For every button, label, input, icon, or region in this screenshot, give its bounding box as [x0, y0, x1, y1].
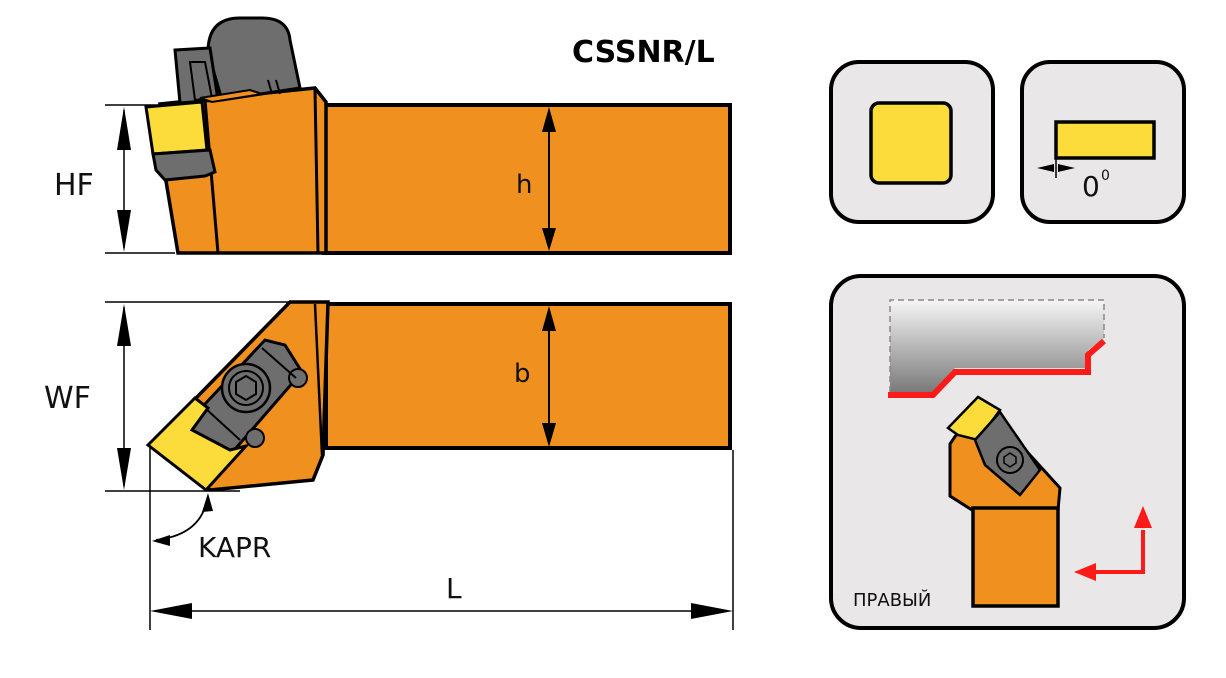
hf-arrow-up	[117, 107, 131, 150]
insert-top	[145, 396, 251, 493]
hand-label: ПРАВЫЙ	[853, 589, 931, 611]
b-arrow-down	[542, 423, 556, 447]
top-view: WF b KAPR	[44, 300, 734, 630]
shim-side	[151, 148, 217, 182]
feed-path	[1090, 530, 1145, 574]
wf-label: WF	[44, 381, 91, 416]
insert-shape-panel	[829, 60, 995, 224]
workpiece	[890, 300, 1104, 392]
angle-arrow-right	[1058, 164, 1075, 172]
clamp-top	[188, 338, 308, 457]
l-label: L	[446, 572, 462, 605]
kapr-arrow-top	[202, 493, 213, 512]
head-top-edge	[313, 303, 324, 456]
insert-side	[144, 100, 209, 156]
h-arrow-up	[542, 107, 556, 132]
h-label: h	[516, 170, 532, 200]
kapr-arrow-left	[152, 535, 170, 546]
app-shank	[971, 506, 1060, 608]
side-view: HF h	[54, 16, 732, 255]
hex-socket-icon	[235, 374, 257, 402]
b-label: b	[514, 359, 531, 389]
l-arrow-left	[150, 603, 192, 619]
application-panel: ПРАВЫЙ	[829, 274, 1186, 630]
hf-label: HF	[54, 168, 94, 203]
hf-arrow-down	[117, 210, 131, 252]
feed-arrow-up-icon	[1134, 506, 1152, 528]
clamp-side	[173, 16, 302, 105]
clearance-angle-panel: 0 0	[1020, 60, 1186, 224]
square-insert-icon	[869, 101, 953, 185]
l-arrow-right	[691, 603, 733, 619]
head-seat-line	[203, 99, 220, 254]
wf-arrow-up	[117, 304, 131, 346]
b-arrow-up	[542, 306, 556, 331]
h-arrow-down	[542, 228, 556, 251]
degree-symbol: 0	[1101, 168, 1110, 184]
kapr-label: KAPR	[198, 531, 271, 564]
clearance-angle-value: 0	[1082, 170, 1100, 203]
app-hex-socket-icon	[1003, 452, 1017, 468]
feed-arrow-left-icon	[1074, 563, 1096, 581]
wf-arrow-down	[117, 448, 131, 490]
designation-title: CSSNR/L	[572, 35, 715, 70]
angle-arrow-left	[1037, 164, 1054, 172]
head-edge-line	[313, 89, 320, 254]
machined-profile	[888, 338, 1106, 398]
insert-profile-icon	[1054, 120, 1156, 160]
